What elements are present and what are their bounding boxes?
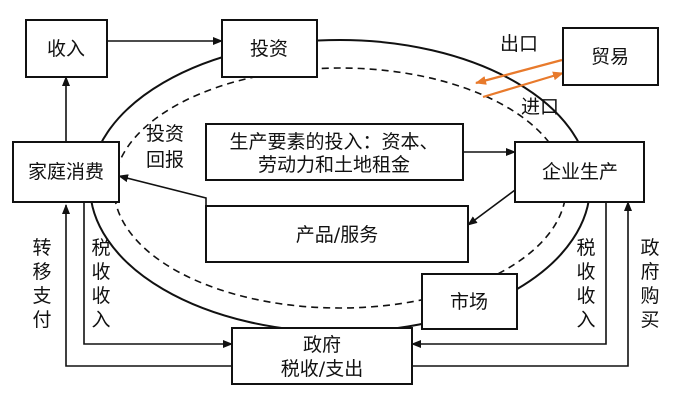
flow-labels: 出口 进口 投资 回报 转 移 支 付 税 收 收 入 税 收 收 入 政 府 … [32, 33, 659, 331]
node-boxes [12, 19, 659, 385]
tax-right-char-1: 税 [576, 237, 595, 259]
transfer-char-2: 移 [32, 261, 51, 283]
arrow-enterprise-tax-to-gov [411, 202, 607, 348]
inner-dashed-ellipse [113, 67, 567, 309]
trade-arrows [475, 58, 564, 99]
gov-purchase-char-4: 买 [640, 309, 659, 331]
transfer-char-3: 支 [32, 285, 51, 307]
gov-purchase-char-3: 购 [640, 285, 659, 307]
income-label: 收入 [47, 38, 85, 60]
tax-left-char-2: 收 [91, 261, 110, 283]
tax-left-char-4: 入 [91, 309, 110, 331]
tax-left-char-1: 税 [91, 237, 110, 259]
import-arrow [482, 71, 564, 99]
arrow-gov-purchase-to-enterprise [412, 201, 632, 367]
market-box [421, 273, 518, 330]
transfer-char-1: 转 [32, 237, 51, 259]
products-label: 产品/服务 [296, 224, 378, 246]
trade-box [562, 27, 659, 86]
investment-box [221, 19, 318, 78]
factors-label-line1: 生产要素的投入：资本、 [229, 131, 438, 153]
tax-right-char-2: 收 [576, 261, 595, 283]
household-box [12, 141, 120, 203]
income-box [25, 19, 108, 78]
arrow-enterprise-to-products [467, 189, 516, 226]
factors-label-line2: 劳动力和土地租金 [258, 154, 410, 176]
investment-label: 投资 [250, 38, 288, 60]
factors-box [205, 123, 464, 181]
gov-purchase-char-2: 府 [640, 261, 659, 283]
tax-right-char-3: 收 [576, 285, 595, 307]
tax-right-char-4: 入 [576, 309, 595, 331]
arrow-products-to-household [118, 174, 207, 232]
investment-return-label-1: 投资 [146, 123, 184, 145]
arrow-household-tax-to-gov [83, 202, 233, 348]
tax-left-char-3: 收 [91, 285, 110, 307]
government-label-line1: 政府 [303, 334, 341, 356]
investment-return-label-2: 回报 [146, 149, 184, 171]
transfer-char-4: 付 [32, 309, 51, 331]
household-label: 家庭消费 [28, 161, 104, 183]
trade-label: 贸易 [591, 46, 629, 68]
government-box [231, 327, 413, 385]
government-label-line2: 税收/支出 [281, 358, 363, 380]
products-box [205, 205, 469, 263]
arrow-gov-to-household-transfer [62, 204, 232, 367]
export-arrow [475, 58, 563, 85]
gov-purchase-char-1: 政 [640, 237, 659, 259]
import-label: 进口 [521, 96, 559, 118]
enterprise-box [514, 141, 645, 203]
market-label: 市场 [450, 291, 488, 313]
node-labels: 收入 投资 贸易 家庭消费 企业生产 生产要素的投入：资本、 劳动力和土地租金 … [28, 38, 629, 380]
enterprise-label: 企业生产 [542, 161, 618, 183]
export-label: 出口 [500, 33, 538, 55]
